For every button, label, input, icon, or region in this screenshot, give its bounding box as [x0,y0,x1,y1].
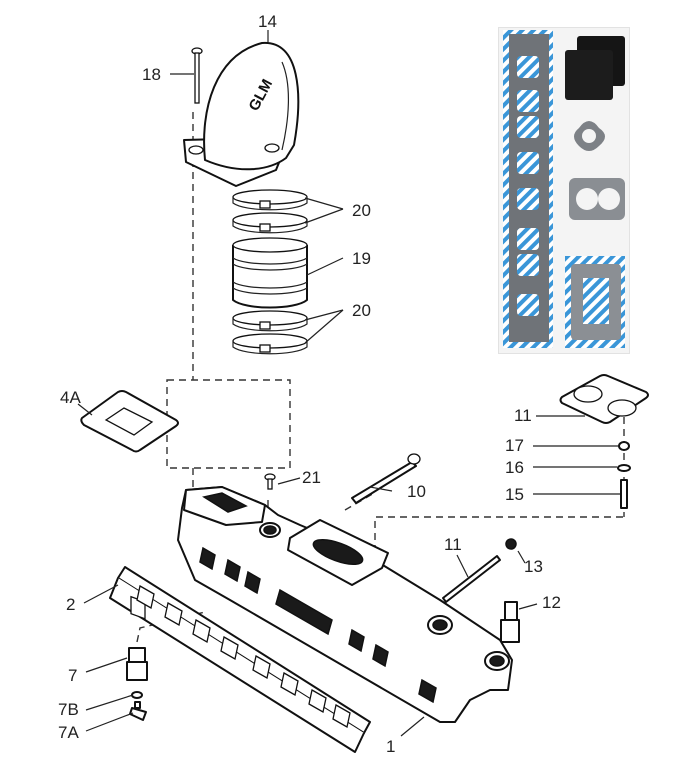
hose-clamps-lower[interactable] [232,310,308,355]
bolt-18[interactable] [191,47,203,104]
photo-elbow-gasket [565,256,625,348]
callout-17: 17 [505,436,524,455]
callout-2: 2 [66,595,75,614]
nut-17[interactable] [618,441,630,451]
stud-15[interactable] [620,479,628,509]
manifold-gasket-2[interactable] [109,566,371,753]
o-ring-7b[interactable] [131,691,143,699]
callout-7a: 7A [58,723,79,742]
exhaust-hose[interactable] [232,237,308,309]
callout-15: 15 [505,485,524,504]
photo-3hole-gasket [574,121,605,151]
callout-13: 13 [524,557,543,576]
exhaust-manifold-1[interactable] [177,486,513,723]
callout-7: 7 [68,666,77,685]
nut-13[interactable] [505,538,517,550]
callout-21: 21 [302,468,321,487]
drain-fitting-7[interactable] [126,647,148,681]
callout-10: 10 [407,482,426,501]
callout-19: 19 [352,249,371,268]
callout-11: 11 [444,535,462,554]
bolt-10[interactable] [351,453,421,504]
washer-16[interactable] [617,464,631,472]
flange-gasket-9[interactable] [559,374,649,424]
gasket-kit-photo [498,27,630,354]
stud-11[interactable] [442,555,501,603]
callout-4a: 4A [60,388,81,407]
callout-1: 1 [386,737,395,756]
callout-9: 11 [514,406,532,425]
elbow-gasket-4a[interactable] [80,390,179,453]
photo-manifold-gasket [503,30,553,348]
leader-lines [77,30,620,737]
callout-18: 18 [142,65,161,84]
fitting-12[interactable] [500,601,520,643]
plug-21[interactable] [264,473,276,490]
callout-20-lower: 20 [352,301,371,320]
drain-plug-7a[interactable] [129,701,147,721]
callout-labels: 14 18 20 19 20 4A 11 17 16 15 21 10 11 1… [58,12,561,756]
callout-12: 12 [542,593,561,612]
photo-flange-gasket [569,178,625,220]
hose-clamps-upper[interactable] [232,189,308,234]
callout-20-upper: 20 [352,201,371,220]
exhaust-elbow[interactable]: GLM [183,41,300,187]
callout-16: 16 [505,458,524,477]
callout-7b: 7B [58,700,79,719]
callout-14: 14 [258,12,277,31]
photo-block-off-plates [565,36,625,100]
